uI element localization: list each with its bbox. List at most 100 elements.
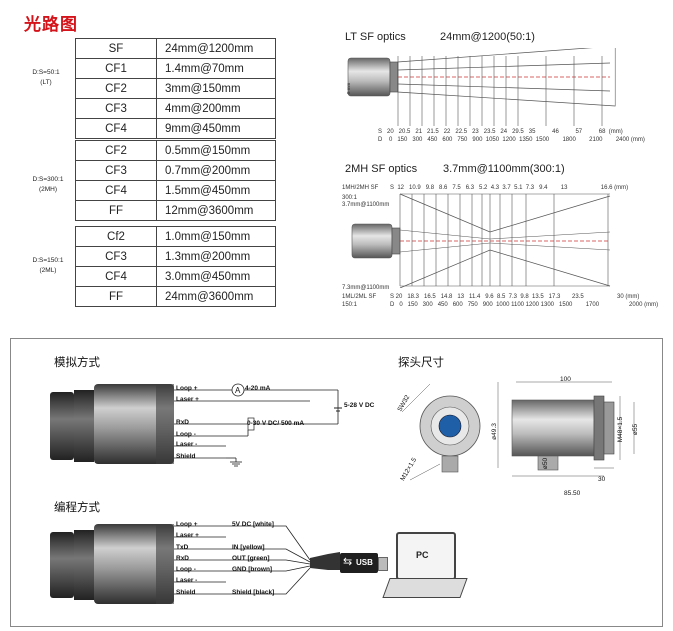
side-view-body [511, 399, 595, 457]
lt-diagram-spec: 24mm@1200(50:1) [440, 31, 535, 43]
mh-diagram-title: 2MH SF optics [345, 163, 418, 175]
optics-code: CF2 [75, 78, 157, 99]
resistor-icon [247, 417, 255, 431]
signal-5v: 5V DC [white] [232, 521, 274, 528]
sensor-tip [391, 227, 401, 255]
laser-output-spec: 0-30 V DC/ 500 mA [247, 420, 305, 427]
ratio-label-2mh: D:S=300:1 (2MH) [24, 175, 72, 195]
dim-length-total: 85.50 [564, 490, 581, 497]
optics-spot-size: 4mm@200mm [156, 98, 276, 119]
ratio-sub: (2ML) [39, 267, 57, 274]
optics-spot-size: 0.7mm@200mm [156, 160, 276, 181]
prog-wire-loop-plus: Loop + [176, 521, 198, 528]
usb-icon: ⇆ [343, 556, 353, 568]
usb-connector [378, 557, 388, 571]
optics-spot-size: 24mm@1200mm [156, 38, 276, 59]
sensor-nut [50, 532, 74, 598]
optics-code: CF4 [75, 180, 157, 201]
side-view-nut [593, 395, 605, 461]
optics-code: SF [75, 38, 157, 59]
programming-wiring-diagram [50, 524, 340, 604]
ratio-sub: (2MH) [38, 186, 58, 193]
wire-laser-minus: Laser - [176, 441, 198, 448]
mh-bottom-row: S 20 18.3 16.5 14.8 13 11.4 9.6 8.5 7.3 … [390, 294, 640, 300]
lt-side-label: 5 mm [346, 82, 351, 94]
prog-wire-laser-plus: Laser + [176, 532, 199, 539]
optics-code: CF2 [75, 140, 157, 161]
ammeter-symbol: A [235, 386, 241, 395]
pc-label: PC [416, 550, 429, 560]
mh-diagram-spec: 3.7mm@1100mm(300:1) [443, 163, 565, 175]
wire-laser-plus: Laser + [176, 396, 199, 403]
dim-dia-left: ø49.3 [490, 423, 498, 440]
wire-shield: Shield [176, 453, 196, 460]
wire-loop-plus: Loop + [176, 385, 198, 392]
ratio-label-2ml: D:S=150:1 (2ML) [24, 256, 72, 276]
optics-code: Cf2 [75, 226, 157, 247]
dim-length-30: 30 [598, 476, 606, 483]
pc-keyboard [382, 578, 468, 598]
optics-spot-size: 9mm@450mm [156, 118, 276, 139]
analog-wiring-diagram: A [50, 383, 342, 467]
mh-top-label: 1MH/2MH SF [342, 185, 379, 191]
mh-note-ratio: 300:1 [342, 195, 358, 201]
supply-voltage: 5-28 V DC [344, 402, 375, 409]
signal-shield: Shield [black] [232, 589, 275, 596]
signal-gnd: GND [brown] [232, 566, 273, 573]
dimensions-title: 探头尺寸 [398, 357, 444, 369]
lt-spot-row: S 20 20.5 21 21.5 22 22.5 23 23.5 24 29.… [378, 129, 623, 135]
page-heading: 光路图 [24, 15, 78, 34]
optics-spot-size: 0.5mm@150mm [156, 140, 276, 161]
prog-wire-shield: Shield [176, 589, 196, 596]
connector [441, 455, 459, 473]
prog-wire-txd: TxD [176, 544, 189, 551]
dimension-drawing [401, 381, 635, 481]
optics-code: FF [75, 200, 157, 221]
ratio-value: D:S=300:1 [32, 176, 64, 183]
mh-distance-row: D 0 150 300 450 600 750 900 1000 1100 12… [390, 302, 659, 308]
mh-note-spot: 3.7mm@1100mm [342, 202, 390, 208]
optics-spot-size: 1.4mm@70mm [156, 58, 276, 79]
optics-spot-size: 1.3mm@200mm [156, 246, 276, 267]
optics-spot-size: 12mm@3600mm [156, 200, 276, 221]
ratio-value: D:S=50:1 [32, 69, 60, 76]
meter-range: 4-20 mA [245, 385, 271, 392]
optics-code: CF3 [75, 246, 157, 267]
mh-top-row: S 12 10.9 9.8 8.6 7.5 6.3 5.2 4.3 3.7 5.… [390, 185, 629, 191]
optics-code: FF [75, 286, 157, 307]
usb-plug: ⇆ USB [340, 553, 378, 573]
ratio-sub: (LT) [40, 79, 52, 86]
programming-title: 编程方式 [54, 502, 100, 514]
dim-thread: M48×1.5 [617, 416, 625, 443]
ratio-value: D:S=150:1 [32, 257, 64, 264]
signal-in: IN [yellow] [232, 544, 265, 551]
dim-dia-small: ø50 [542, 457, 550, 470]
optics-code: CF3 [75, 160, 157, 181]
optics-spot-size: 1.5mm@450mm [156, 180, 276, 201]
ammeter-icon [231, 383, 245, 397]
wiring-panel [10, 338, 663, 627]
optics-code: CF1 [75, 58, 157, 79]
sensor-tip [389, 61, 399, 93]
prog-wire-loop-minus: Loop - [176, 566, 196, 573]
sensor-nut [50, 392, 74, 460]
mh-note-ml: 7.3mm@1100mm [342, 285, 390, 291]
prog-wire-rxd: RxD [176, 555, 190, 562]
mh-bottom-label: 1ML/2ML SF [342, 294, 377, 300]
dim-length-top: 100 [560, 376, 571, 383]
optics-spot-size: 3mm@150mm [156, 78, 276, 99]
usb-cable [310, 552, 340, 570]
lt-optics-diagram: 5 mm [346, 48, 616, 126]
